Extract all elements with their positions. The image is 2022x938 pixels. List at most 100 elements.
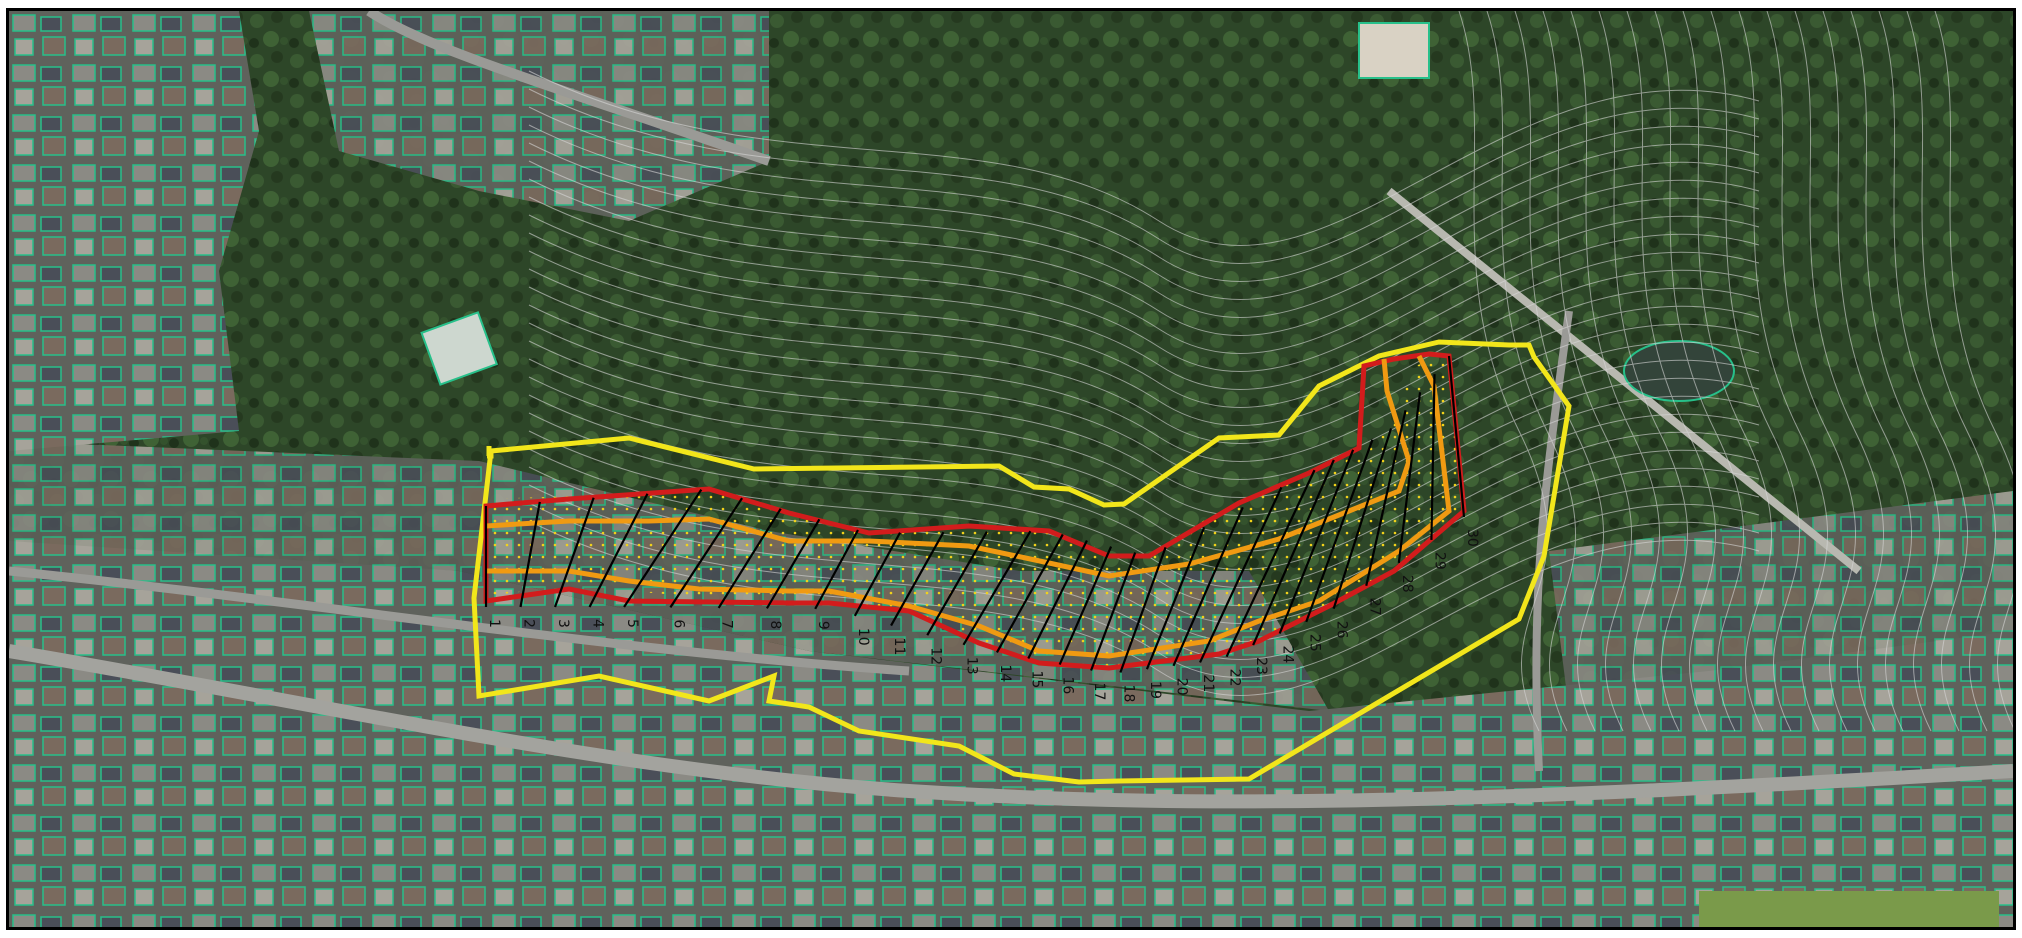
cross-section-line: [1145, 526, 1206, 670]
cross-section-line: [1332, 428, 1393, 610]
cross-section-line: [1090, 552, 1137, 671]
urban-area-west: [9, 11, 259, 451]
cross-section-label: 15: [1028, 670, 1044, 688]
secondary-road: [9, 566, 910, 676]
cross-section-label: 9: [815, 621, 831, 630]
cross-section-line: [1119, 547, 1167, 673]
cross-section-label: 16: [1060, 677, 1076, 695]
contour-line: [528, 358, 1760, 534]
contour-line: [1654, 11, 1744, 732]
cross-section-label: 6: [670, 619, 686, 628]
contour-line: [528, 196, 1760, 372]
contour-line: [528, 106, 1760, 282]
contour-line: [1598, 11, 1688, 732]
access-road: [366, 11, 771, 166]
cross-section-line: [588, 493, 649, 608]
cross-section-label: 13: [963, 657, 979, 675]
cross-section-label: 18: [1120, 685, 1136, 703]
cross-section-line: [962, 530, 1032, 646]
contour-line: [1794, 11, 1884, 732]
orange-boundary[interactable]: [485, 354, 1452, 659]
cross-section-line: [1430, 374, 1436, 540]
cross-section-line: [1447, 355, 1466, 518]
cross-section-label: 20: [1173, 678, 1189, 696]
cross-section-line: [1172, 506, 1244, 667]
cross-section-line: [553, 497, 595, 608]
cross-section-lines: [484, 355, 1466, 673]
cross-section-label: 1: [486, 619, 502, 628]
open-field: [1699, 891, 1999, 927]
contour-line: [528, 250, 1760, 426]
cross-section-line: [1199, 486, 1283, 663]
cross-section-label: 27: [1366, 598, 1382, 616]
cross-section-line: [1225, 469, 1316, 658]
contour-line: [1822, 11, 1912, 732]
contour-line: [528, 124, 1760, 300]
contour-line: [1766, 11, 1856, 732]
cross-section-line: [1305, 439, 1374, 623]
contour-line: [528, 142, 1760, 318]
east-road: [1532, 310, 1573, 772]
contour-line: [528, 340, 1760, 516]
cross-section-line: [519, 501, 541, 608]
urban-area-north: [309, 11, 769, 221]
cross-section-line: [853, 532, 902, 617]
cross-section-label: 11: [891, 638, 907, 656]
contour-line: [528, 160, 1760, 336]
cross-section-label: 8: [767, 620, 783, 629]
contour-line: [528, 268, 1760, 444]
urban-area-east: [1549, 491, 2013, 711]
cross-section-label: 3: [555, 619, 571, 628]
contour-line: [1710, 11, 1800, 732]
contour-line: [528, 304, 1760, 480]
contour-line: [1906, 11, 1996, 732]
contour-line: [1486, 11, 1576, 732]
cross-section-label: 7: [719, 620, 735, 629]
outer-boundary-polygon[interactable]: [471, 339, 1572, 785]
urban-area-south: [9, 541, 2013, 927]
building-north: [1358, 22, 1430, 79]
cross-section-label: 10: [855, 628, 871, 646]
cross-section-label: 17: [1091, 683, 1107, 701]
cross-section-label: 12: [927, 647, 943, 665]
contour-line: [528, 88, 1760, 264]
contour-line: [1626, 11, 1716, 732]
contour-line: [1934, 11, 2013, 728]
contour-line: [1738, 11, 1828, 732]
contour-line: [1570, 11, 1660, 732]
cross-section-label: 29: [1431, 552, 1447, 570]
contour-line: [528, 70, 1760, 246]
contour-line: [1878, 11, 1968, 732]
contour-line: [528, 214, 1760, 390]
cross-section-line: [1397, 392, 1422, 563]
cross-section-label: 2: [521, 619, 537, 628]
cross-section-line: [926, 531, 988, 636]
contour-line: [528, 178, 1760, 354]
cross-section-label: 28: [1399, 575, 1415, 593]
cross-section-label: 25: [1306, 634, 1322, 652]
cross-section-label: 26: [1334, 621, 1350, 639]
cross-section-line: [1027, 539, 1088, 659]
walkway-bridge: [1386, 187, 1862, 575]
contour-line: [1682, 11, 1772, 732]
red-boundary[interactable]: [483, 351, 1467, 671]
contour-line: [1514, 11, 1604, 732]
cross-section-line: [669, 497, 744, 609]
cross-section-label: 5: [624, 619, 640, 628]
cross-section-label: 4: [590, 619, 606, 628]
cross-section-label: 23: [1253, 657, 1269, 675]
cross-section-line: [814, 529, 859, 610]
cross-section-line: [1252, 459, 1335, 646]
cross-section-line: [995, 533, 1064, 653]
cross-section-label: 24: [1280, 646, 1296, 664]
contour-line: [1542, 11, 1632, 732]
cross-section-line: [890, 531, 945, 627]
cross-section-label: 21: [1200, 674, 1216, 692]
cross-section-line: [1365, 410, 1407, 587]
building-large: [420, 311, 499, 386]
contour-line: [1458, 11, 1548, 732]
cross-section-line: [765, 518, 821, 609]
